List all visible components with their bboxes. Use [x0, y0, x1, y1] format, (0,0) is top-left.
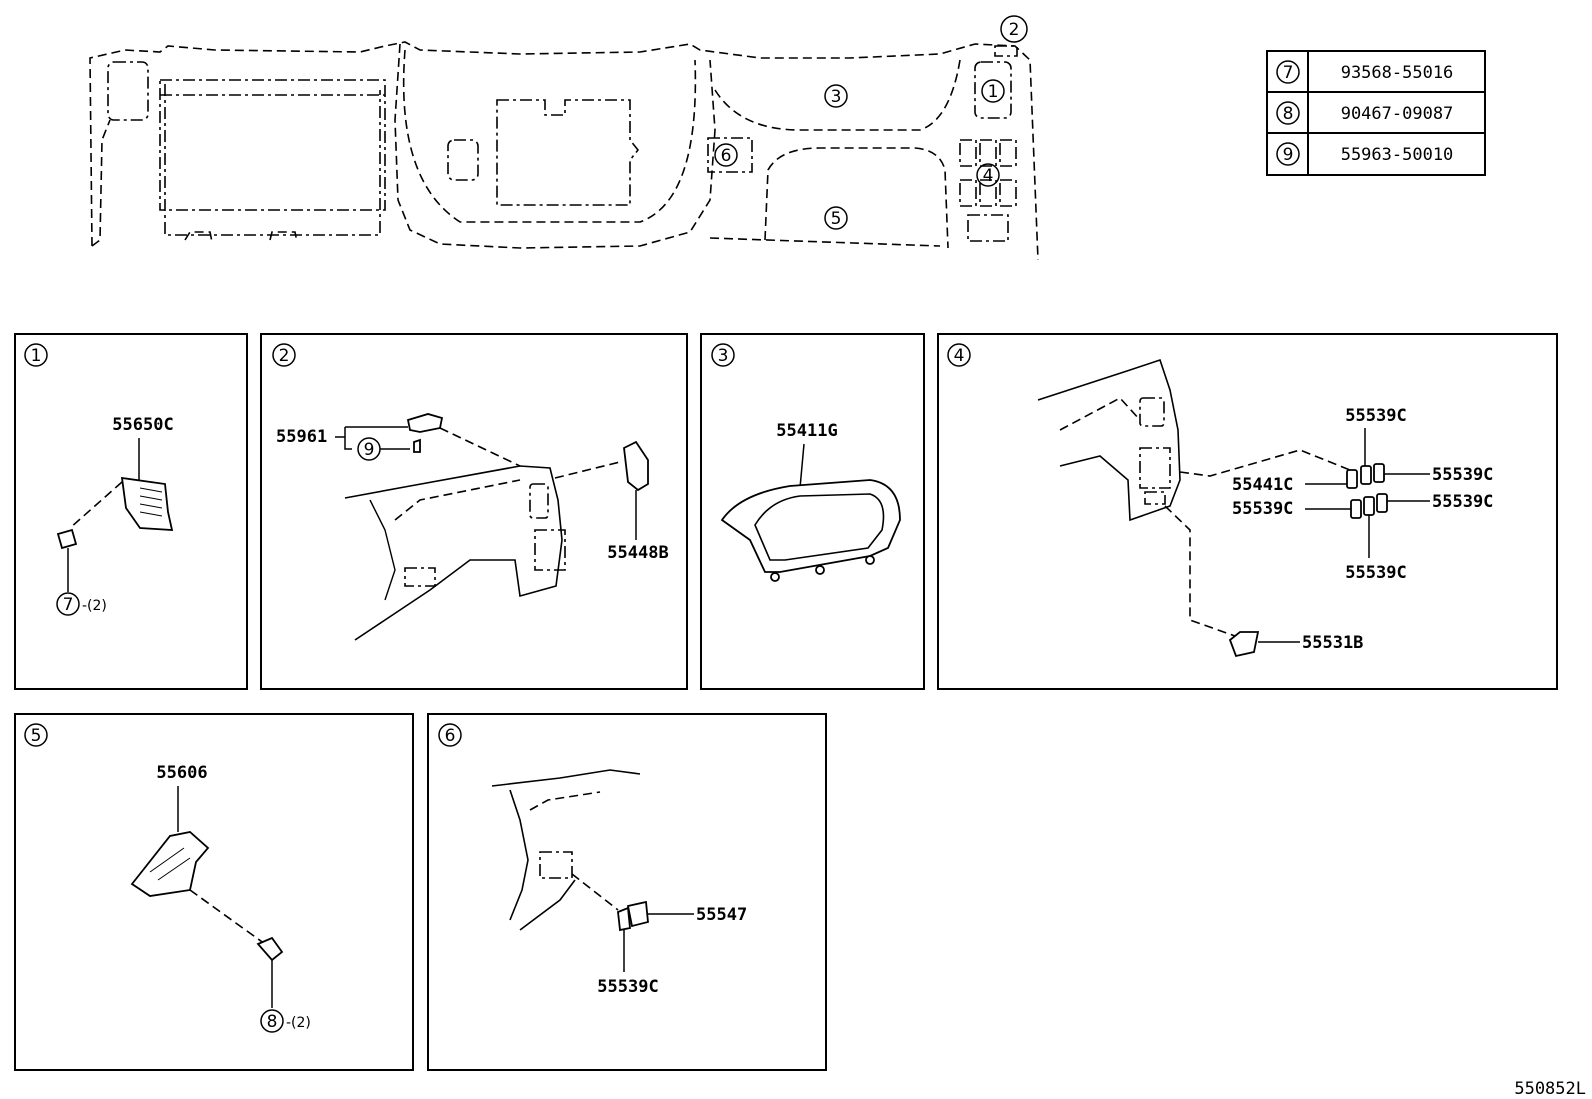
svg-text:8: 8 [1283, 104, 1294, 124]
panel-4: 4 55539C 55539C 55441C 55539C 55539C 555… [937, 333, 1558, 690]
svg-text:55547: 55547 [696, 905, 747, 925]
svg-text:55539C: 55539C [1432, 465, 1493, 485]
svg-text:55539C: 55539C [1432, 492, 1493, 512]
panel-1: 1 55650C 7 -(2) [14, 333, 248, 690]
table-row: 8 90467-09087 [1276, 101, 1454, 125]
svg-text:8: 8 [267, 1012, 278, 1032]
table-row: 9 55963-50010 [1276, 142, 1454, 166]
svg-text:55411G: 55411G [776, 421, 837, 441]
panel-3: 3 55411G [700, 333, 925, 690]
svg-text:2: 2 [279, 346, 290, 366]
svg-text:4: 4 [954, 346, 965, 366]
svg-text:55539C: 55539C [597, 977, 658, 997]
svg-text:55531B: 55531B [1302, 633, 1363, 653]
svg-text:55539C: 55539C [1232, 499, 1293, 519]
svg-text:93568-55016: 93568-55016 [1341, 63, 1454, 83]
svg-text:55539C: 55539C [1345, 563, 1406, 583]
svg-text:5: 5 [31, 726, 42, 746]
svg-text:55963-50010: 55963-50010 [1341, 145, 1454, 165]
svg-text:5: 5 [831, 209, 842, 229]
parts-table: 7 93568-55016 8 90467-09087 9 55963-5001… [1266, 50, 1486, 176]
diagram-code: 550852L [1514, 1079, 1586, 1099]
svg-text:6: 6 [445, 726, 456, 746]
svg-text:7: 7 [63, 595, 74, 615]
svg-text:3: 3 [831, 87, 842, 107]
overview-callout-3: 3 [824, 84, 848, 108]
svg-text:55961: 55961 [276, 427, 327, 447]
panel-2: 2 55961 9 55448B [260, 333, 688, 690]
svg-text:90467-09087: 90467-09087 [1341, 104, 1454, 124]
svg-text:9: 9 [364, 440, 375, 460]
svg-text:55441C: 55441C [1232, 475, 1293, 495]
svg-text:55606: 55606 [156, 763, 207, 783]
panel-6: 6 55547 55539C [427, 713, 827, 1071]
svg-text:-(2): -(2) [286, 1015, 311, 1031]
svg-text:7: 7 [1283, 63, 1294, 83]
svg-text:1: 1 [31, 346, 42, 366]
svg-text:1: 1 [988, 82, 999, 102]
svg-text:4: 4 [983, 166, 994, 186]
svg-text:-(2): -(2) [82, 598, 107, 614]
svg-text:9: 9 [1283, 145, 1294, 165]
svg-text:55448B: 55448B [607, 543, 668, 563]
panel-5: 5 55606 8 -(2) [14, 713, 414, 1071]
table-row: 7 93568-55016 [1276, 60, 1454, 84]
overview-callout-4: 4 [976, 163, 1000, 187]
svg-text:2: 2 [1009, 20, 1020, 40]
svg-text:55650C: 55650C [112, 415, 173, 435]
svg-text:3: 3 [718, 346, 729, 366]
overview-callout-6: 6 [714, 143, 738, 167]
dashboard-overview [89, 41, 1039, 261]
svg-text:55539C: 55539C [1345, 406, 1406, 426]
overview-callout-5: 5 [824, 206, 848, 230]
svg-text:6: 6 [721, 146, 732, 166]
overview-callout-1: 1 [981, 79, 1005, 103]
overview-callout-2: 2 [1000, 15, 1028, 43]
